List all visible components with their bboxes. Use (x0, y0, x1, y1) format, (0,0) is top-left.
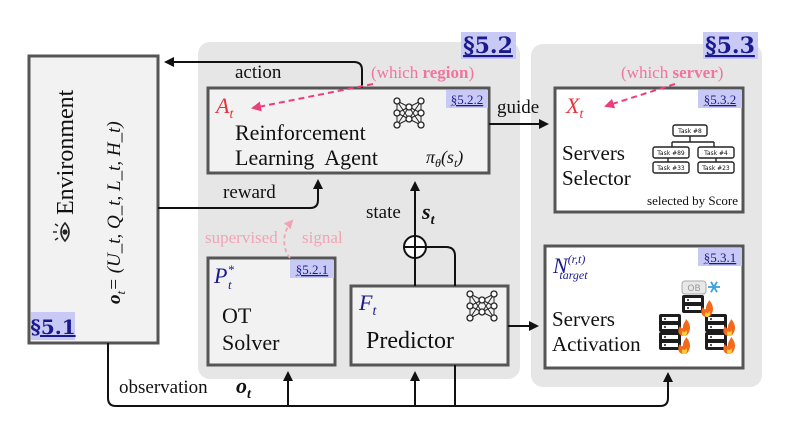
activation-variable: N(r,t)target (552, 252, 588, 282)
action-arrow (164, 57, 363, 88)
svg-text:Task #8: Task #8 (677, 128, 702, 135)
svg-text:Task #89: Task #89 (656, 150, 685, 157)
reward-arrow (158, 179, 323, 209)
svg-text:Task #23: Task #23 (701, 165, 730, 172)
section-tag-5-3[interactable]: §5.3 (703, 32, 758, 59)
task-tree: Task #8 Task #89 Task #4 Task #33 Task #… (652, 124, 735, 174)
svg-text:OB: OB (687, 284, 700, 294)
observation-equation: ot= (U_t, Q_t, L_t, H_t) (104, 121, 128, 304)
agent-title-line2: Learning Agent (235, 145, 378, 170)
skip-to-plus (426, 246, 456, 286)
task-node: Task #89 (652, 146, 690, 159)
task-node: Task #33 (652, 161, 690, 174)
reward-label: reward (223, 182, 276, 203)
svg-text:§5.2: §5.2 (463, 33, 513, 59)
which-region-label: (which region) (371, 63, 474, 82)
predictor-box: Ft Predictor (349, 284, 510, 367)
selector-title-line1: Servers (562, 141, 625, 165)
server-rack-icon (682, 295, 704, 313)
server-rack-icon (659, 314, 681, 332)
svg-text:§5.3.2: §5.3.2 (704, 92, 737, 107)
task-node: Task #4 (697, 146, 735, 159)
observation-label: observation (119, 377, 208, 398)
svg-text:§5.1: §5.1 (30, 315, 75, 339)
section-tag-5-3-1[interactable]: §5.3.1 (698, 248, 742, 266)
eye-icon (53, 221, 70, 243)
ot-title-line1: OT (222, 303, 252, 328)
activation-title-line2: Activation (552, 332, 641, 356)
which-region-arrow (251, 83, 374, 112)
predictor-variable: Ft (358, 290, 377, 319)
svg-text:§5.2.2: §5.2.2 (451, 92, 484, 107)
snowflake-icon (708, 281, 720, 293)
guide-label: guide (497, 97, 539, 118)
state-variable: st (421, 199, 436, 228)
signal-label: signal (302, 228, 343, 247)
selector-note: selected by Score (647, 193, 738, 208)
which-server-arrow (604, 83, 676, 109)
section-tag-5-2[interactable]: §5.2 (461, 32, 516, 59)
task-node: Task #8 (672, 124, 708, 137)
section-tag-5-2-2[interactable]: §5.2.2 (446, 90, 488, 108)
action-label: action (235, 62, 282, 83)
agent-policy: πθ(st) (426, 147, 463, 170)
ot-solver-box: §5.2.1 P*t OT Solver (206, 256, 337, 367)
task-node: Task #23 (697, 161, 735, 174)
svg-text:§5.3.1: §5.3.1 (704, 250, 737, 265)
servers-activation-box: §5.3.1 N(r,t)target OB Servers Activatio… (543, 244, 745, 370)
section-tag-5-1[interactable]: §5.1 (30, 312, 76, 340)
ot-variable: P*t (213, 262, 234, 292)
svg-text:§5.2.1: §5.2.1 (296, 262, 329, 277)
predictor-title: Predictor (366, 328, 454, 354)
server-rack-icon (659, 332, 681, 350)
environment-box: Environment ot= (U_t, Q_t, L_t, H_t) §5.… (27, 54, 160, 345)
observation-bus (107, 343, 673, 407)
plus-junction (403, 235, 427, 259)
ot-title-line2: Solver (222, 330, 280, 355)
which-server-label: (which server) (621, 63, 723, 82)
section-tag-5-3-2[interactable]: §5.3.2 (698, 90, 742, 108)
state-label: state (366, 202, 401, 223)
agent-title-line1: Reinforcement (235, 120, 366, 145)
selector-title-line2: Selector (562, 166, 631, 190)
svg-text:Task #33: Task #33 (656, 165, 685, 172)
section-tag-5-2-1[interactable]: §5.2.1 (290, 260, 334, 278)
svg-text:§5.3: §5.3 (705, 33, 755, 59)
agent-variable: At (214, 93, 234, 122)
observation-variable: ot (236, 373, 252, 402)
activation-title-line1: Servers (552, 307, 615, 331)
supervised-signal-arrow (283, 219, 294, 259)
environment-title: Environment (53, 89, 79, 215)
rl-agent-box: §5.2.2 At Reinforcement Learning Agent π… (206, 86, 491, 175)
ob-badge: OB (681, 280, 707, 295)
servers-selector-box: §5.3.2 Xt Servers Selector Task #8 Task … (553, 86, 745, 214)
svg-text:Task #4: Task #4 (703, 150, 728, 157)
selector-variable: Xt (565, 93, 584, 122)
supervised-label: supervised (205, 228, 278, 247)
